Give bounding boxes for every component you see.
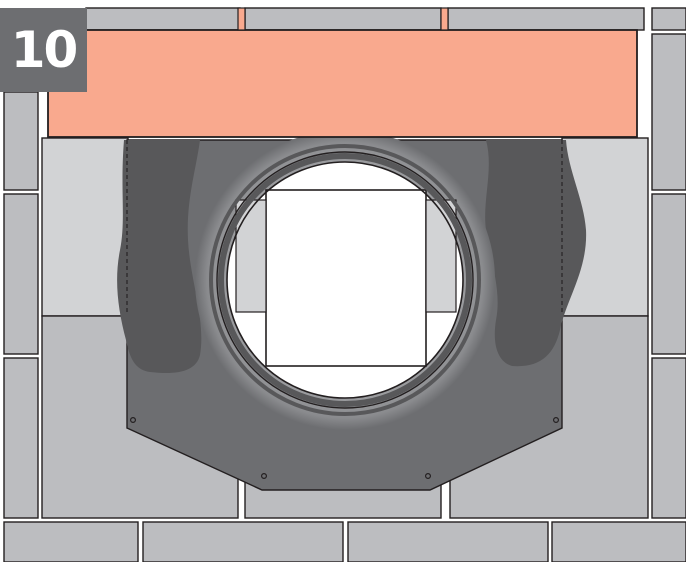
slate-tile <box>651 33 686 191</box>
panel-tabs <box>237 7 449 31</box>
step-number-badge: 10 <box>0 8 87 92</box>
slate-tile <box>3 91 39 191</box>
sealant-bead <box>117 140 587 374</box>
slate-tile <box>551 521 686 563</box>
slate-tile <box>85 7 241 31</box>
slate-tile <box>3 521 139 563</box>
slate-tile <box>347 521 549 563</box>
nail-holes <box>130 417 559 480</box>
slate-tile <box>651 193 686 355</box>
upper-flashing-panel <box>47 29 638 138</box>
slate-tile <box>244 7 442 31</box>
slate-tile <box>41 137 129 317</box>
slate-tile <box>651 7 686 31</box>
batten-through-opening <box>265 189 427 367</box>
slate-tile <box>447 7 645 31</box>
slate-tile <box>142 521 344 563</box>
slate-tile <box>651 357 686 519</box>
slate-tile <box>3 193 39 355</box>
slate-tile <box>3 357 39 519</box>
pipe-collar <box>209 144 481 416</box>
flashing-fold-lines <box>126 140 563 315</box>
